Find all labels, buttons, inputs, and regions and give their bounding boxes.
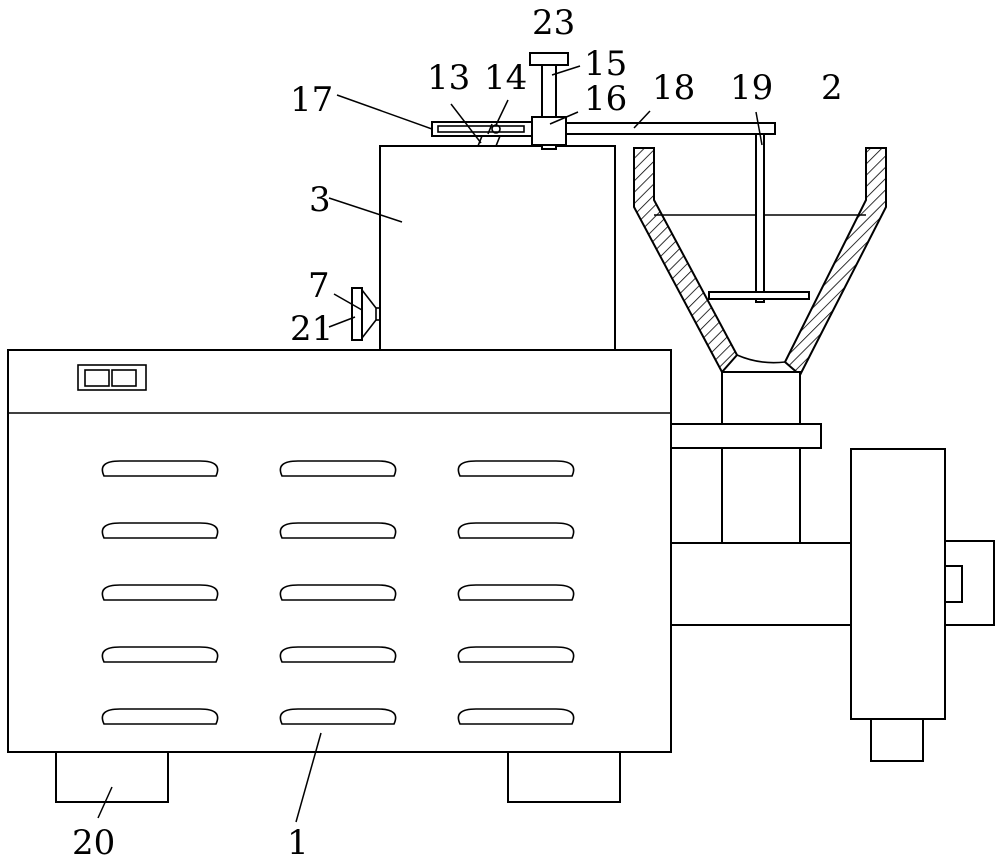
foot-right: [507, 751, 621, 803]
motor-foot: [870, 718, 924, 762]
barrel: [670, 542, 852, 626]
stirring-blade: [708, 291, 810, 300]
control-panel: [77, 364, 147, 391]
motor-box: [850, 448, 946, 720]
label-23: 23: [532, 3, 575, 43]
label-2: 2: [821, 68, 843, 108]
rail-slot: [437, 125, 525, 133]
stem-bottom: [541, 144, 557, 150]
label-7: 7: [308, 266, 330, 306]
label-21: 21: [290, 309, 333, 349]
rail-plate: [431, 121, 533, 137]
label-3: 3: [309, 180, 331, 220]
cap-23: [529, 52, 569, 66]
label-13: 13: [427, 58, 470, 98]
label-15: 15: [584, 44, 627, 84]
label-1: 1: [287, 823, 309, 861]
side-box-window: [944, 565, 963, 603]
label-16: 16: [584, 79, 627, 119]
label-20: 20: [72, 823, 115, 861]
foot-left: [55, 751, 169, 803]
upper-housing: [379, 145, 616, 351]
stirring-shaft-19: [755, 133, 765, 303]
leader-lines: [97, 65, 763, 823]
slider-block-16: [531, 116, 567, 146]
link-13-b: [495, 135, 501, 147]
vent-slots: [101, 460, 575, 725]
hopper-neck: [721, 371, 801, 425]
label-19: 19: [730, 68, 773, 108]
label-17: 17: [290, 80, 333, 120]
feed-tube: [721, 447, 801, 544]
flange-plate: [670, 423, 822, 449]
main-body: [7, 349, 672, 753]
side-knob: [351, 287, 380, 341]
arm-18: [559, 122, 776, 135]
rod-15: [541, 64, 557, 118]
label-18: 18: [652, 68, 695, 108]
label-14: 14: [484, 58, 527, 98]
